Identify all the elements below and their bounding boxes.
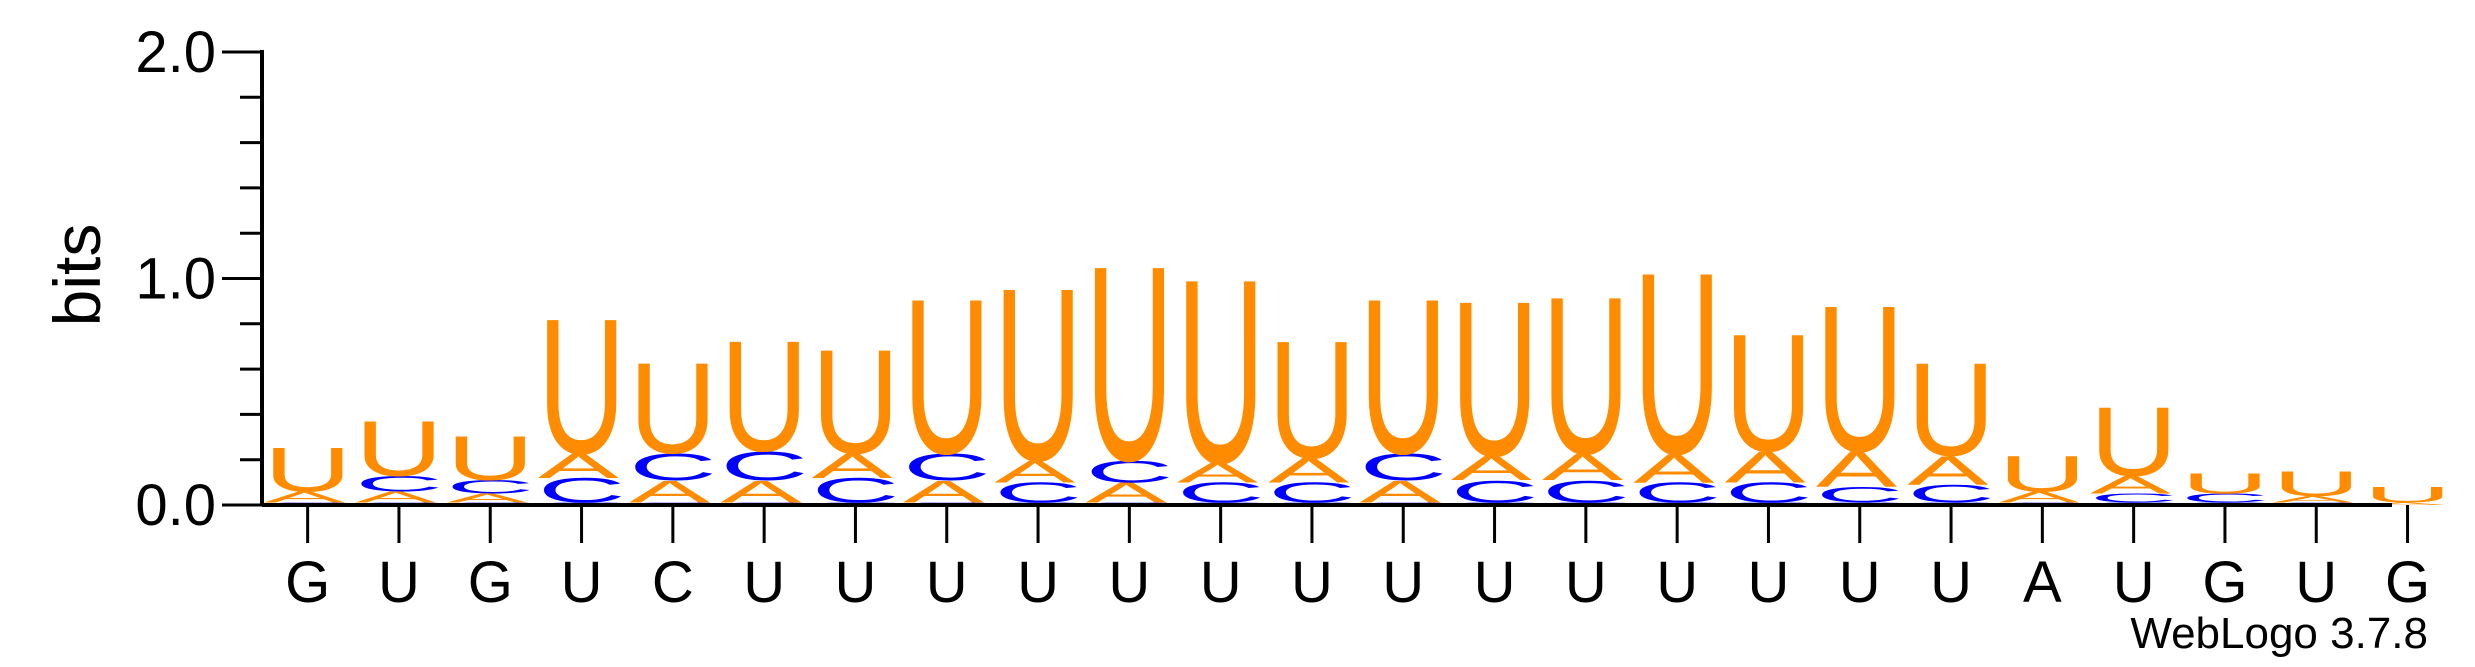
logo-letter-c: C [355, 471, 443, 496]
logo-letter-a: A [2272, 494, 2354, 505]
x-tick-label: A [2023, 550, 2062, 615]
y-tick-label: 2.0 [135, 20, 216, 85]
logo-letter-u: U [994, 238, 1082, 513]
logo-letter-a: A [2090, 471, 2172, 500]
logo-letter-a: A [994, 454, 1076, 490]
logo-letter-u: U [1086, 208, 1174, 519]
logo-letter-u: U [1725, 300, 1813, 488]
logo-letter-u: U [1816, 262, 1904, 495]
x-tick-label: U [835, 550, 877, 615]
x-tick-label: U [561, 550, 603, 615]
y-tick-label: 0.0 [135, 473, 216, 538]
logo-letter-a: A [264, 489, 345, 507]
logo-letter-c: C [1086, 454, 1174, 490]
logo-letter-u: U [355, 404, 443, 493]
x-tick-label: U [1565, 550, 1607, 615]
x-tick-label: U [1474, 550, 1516, 615]
logo-letter-c: C [903, 446, 991, 489]
x-tick-label: U [2113, 550, 2155, 615]
logo-letter-u: U [264, 434, 352, 505]
x-tick-label: G [285, 550, 330, 615]
x-tick-label: G [468, 550, 513, 615]
x-tick-label: U [743, 550, 785, 615]
x-tick-label: U [1108, 550, 1150, 615]
logo-letter-a: A [1999, 489, 2080, 507]
logo-letter-c: C [720, 443, 808, 489]
y-tick-label: 1.0 [135, 247, 216, 312]
logo-letter-u: U [2181, 468, 2269, 500]
logo-letter-a: A [1816, 441, 1897, 497]
x-tick-label: U [1839, 550, 1881, 615]
x-tick-label: C [652, 550, 694, 615]
x-tick-label: U [1017, 550, 1059, 615]
logo-letter-u: U [812, 318, 900, 484]
logo-letter-c: C [1359, 446, 1447, 489]
logo-letter-c: C [2090, 491, 2178, 505]
logo-letter-a: A [1907, 448, 1989, 494]
y-axis: 0.0 1.0 2.0 [135, 20, 264, 538]
logo-letter-a: A [538, 446, 620, 485]
x-tick-label: U [1930, 550, 1972, 615]
logo-letter-a: A [1633, 446, 1715, 492]
logo-letter-u: U [1359, 252, 1447, 500]
logo-letter-u: U [903, 252, 991, 500]
logo-letter-a: A [355, 489, 436, 507]
logo-letter-a: A [446, 491, 528, 505]
logo-letter-u: U [1999, 446, 2087, 502]
weblogo-credit: WebLogo 3.7.8 [2130, 609, 2428, 658]
logo-letter-a: A [2364, 502, 2446, 506]
logo-letter-c: C [629, 446, 717, 489]
logo-letter-u: U [1542, 250, 1630, 501]
x-tick-label: U [2295, 550, 2337, 615]
logo-letter-a: A [1268, 451, 1350, 490]
logo-letter-u: U [2272, 464, 2360, 503]
logo-letter-u: U [629, 335, 717, 480]
x-tick-label: G [2385, 550, 2430, 615]
x-tick-label: U [1656, 550, 1698, 615]
x-tick-label: U [1291, 550, 1333, 615]
x-tick-label: U [1382, 550, 1424, 615]
logo-letter-a: A [1542, 446, 1623, 489]
logo-letter-a: A [812, 446, 894, 485]
letter-stacks: GAUGACUGACUGCAUGACUGACUGCAUGACUGCAUGACUG… [264, 208, 2452, 519]
x-tick-label: G [2202, 550, 2247, 615]
logo-letter-c: C [446, 477, 534, 498]
x-tick-label: U [926, 550, 968, 615]
logo-letter-u: U [1633, 219, 1721, 508]
logo-letter-u: U [1907, 335, 1995, 483]
logo-letter-u: U [2090, 388, 2178, 497]
logo-letter-c: C [2181, 491, 2269, 505]
logo-letter-a: A [1725, 443, 1806, 492]
logo-letter-u: U [720, 307, 808, 484]
x-tick-label: U [1200, 550, 1242, 615]
y-axis-label: bits [40, 224, 114, 327]
logo-letter-u: U [1451, 254, 1539, 502]
logo-letter-a: A [1177, 457, 1258, 489]
x-tick-label: U [1748, 550, 1790, 615]
logo-letter-u: U [1177, 226, 1265, 519]
logo-letter-u: U [446, 423, 534, 494]
logo-letter-u: U [538, 279, 626, 494]
logo-letter-a: A [1451, 449, 1533, 488]
logo-letter-u: U [1268, 306, 1356, 494]
x-tick-label: U [378, 550, 420, 615]
